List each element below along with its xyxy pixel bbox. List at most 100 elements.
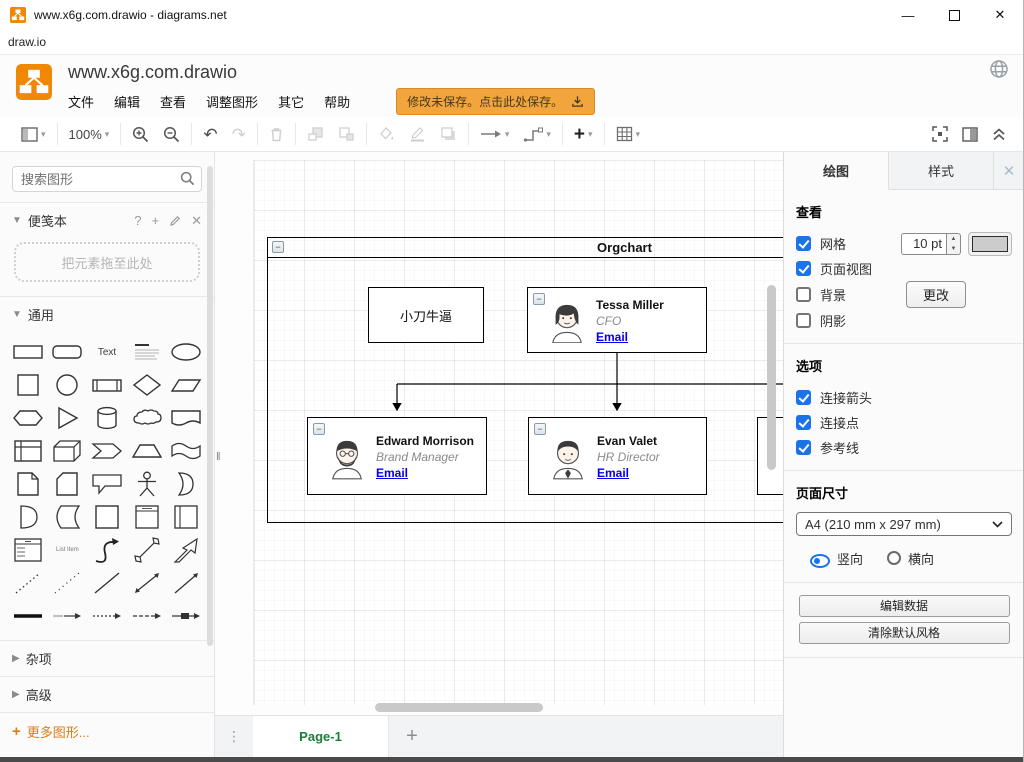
language-globe-icon[interactable] [989, 59, 1009, 79]
shape-cloud[interactable] [127, 402, 167, 434]
shape-square[interactable] [8, 369, 48, 401]
tab-style[interactable]: 样式 [889, 152, 994, 189]
undo-button[interactable]: ↶ [196, 122, 224, 146]
advanced-section-header[interactable]: ▶ 高级 [0, 677, 214, 712]
scratchpad-section-header[interactable]: ▼ 便笺本 ? + ✕ [0, 203, 214, 238]
connection-points-checkbox[interactable] [796, 415, 811, 430]
insert-button[interactable]: +▾ [567, 122, 600, 146]
grid-size-input[interactable]: 10 pt [901, 233, 947, 255]
minimize-button[interactable]: — [885, 0, 931, 30]
org-node-evan[interactable]: − Evan Valet HR Director Email [528, 417, 707, 495]
app-menu-bar[interactable]: draw.io [0, 30, 1023, 55]
shape-directional-connector[interactable] [166, 567, 206, 599]
connection-button[interactable]: ▾ [473, 122, 517, 146]
grid-size-stepper[interactable]: ▲▼ [947, 233, 961, 255]
shape-card[interactable] [48, 468, 88, 500]
edit-data-button[interactable]: 编辑数据 [799, 595, 1010, 617]
grid-color-button[interactable] [968, 232, 1012, 256]
shape-bidirectional-arrow[interactable] [127, 534, 167, 566]
more-shapes-button[interactable]: + 更多图形... [0, 713, 214, 750]
shape-step[interactable] [87, 435, 127, 467]
guides-checkbox[interactable] [796, 440, 811, 455]
line-color-button[interactable] [402, 122, 433, 146]
org-node-edward[interactable]: − Edward Morrison Brand Manager Email [307, 417, 487, 495]
tab-diagram[interactable]: 绘图 [784, 152, 889, 190]
shape-parallelogram[interactable] [166, 369, 206, 401]
drawing-canvas[interactable]: − Orgchart 小刀牛逼 − [215, 152, 783, 715]
landscape-radio[interactable]: 横向 [887, 549, 934, 568]
portrait-radio[interactable]: 竖向 [810, 548, 863, 568]
zoom-in-button[interactable] [125, 122, 156, 146]
shape-process[interactable] [87, 369, 127, 401]
shape-document[interactable] [166, 402, 206, 434]
shape-rounded-rectangle[interactable] [48, 336, 88, 368]
fill-color-button[interactable] [371, 122, 402, 146]
delete-button[interactable] [262, 122, 291, 146]
shape-internal-storage[interactable] [8, 435, 48, 467]
zoom-level-dropdown[interactable]: 100% ▾ [62, 122, 117, 146]
shape-actor[interactable] [127, 468, 167, 500]
menu-file[interactable]: 文件 [68, 92, 94, 111]
shape-curve[interactable] [87, 534, 127, 566]
add-page-button[interactable]: + [389, 716, 435, 757]
background-checkbox[interactable] [796, 287, 811, 302]
collapse-minus-icon[interactable]: − [313, 423, 325, 435]
connection-arrows-checkbox[interactable] [796, 390, 811, 405]
shape-ellipse[interactable] [166, 336, 206, 368]
scratchpad-edit-icon[interactable] [169, 215, 181, 227]
format-panel-toggle-button[interactable] [955, 122, 985, 146]
menu-extras[interactable]: 其它 [278, 92, 304, 111]
org-node-tessa[interactable]: − Tessa Miller CFO Email [527, 287, 707, 353]
close-button[interactable]: ✕ [977, 0, 1023, 30]
shape-list-item[interactable]: List Item [48, 534, 88, 566]
sidebar-scrollbar[interactable] [207, 166, 213, 646]
scratchpad-close-icon[interactable]: ✕ [191, 213, 202, 229]
shape-textbox[interactable] [127, 336, 167, 368]
shape-container-titled[interactable] [127, 501, 167, 533]
shadow-checkbox[interactable] [796, 313, 811, 328]
misc-section-header[interactable]: ▶ 杂项 [0, 641, 214, 676]
shape-list[interactable] [8, 534, 48, 566]
shape-dashed-line[interactable] [8, 567, 48, 599]
page-view-checkbox[interactable] [796, 261, 811, 276]
shape-circle[interactable] [48, 369, 88, 401]
shape-container-vertical[interactable] [166, 501, 206, 533]
shape-arrow[interactable] [166, 534, 206, 566]
person-email-link[interactable]: Email [597, 465, 660, 481]
shape-hexagon[interactable] [8, 402, 48, 434]
shape-text[interactable]: Text [87, 336, 127, 368]
shape-note[interactable] [8, 468, 48, 500]
scratchpad-add-icon[interactable]: + [152, 213, 160, 228]
shape-cube[interactable] [48, 435, 88, 467]
menu-help[interactable]: 帮助 [324, 92, 350, 111]
person-email-link[interactable]: Email [596, 329, 664, 345]
shape-dashed-arrow[interactable] [87, 600, 127, 632]
collapse-minus-icon[interactable]: − [534, 423, 546, 435]
shape-container[interactable] [87, 501, 127, 533]
canvas-horizontal-scrollbar[interactable] [375, 703, 543, 712]
org-node-plain[interactable]: 小刀牛逼 [368, 287, 484, 343]
page-size-select[interactable]: A4 (210 mm x 297 mm) [796, 512, 1012, 536]
maximize-button[interactable] [931, 0, 977, 30]
to-back-button[interactable] [331, 122, 362, 146]
waypoints-button[interactable]: ▾ [516, 122, 558, 146]
shape-dashed-arrow-2[interactable] [127, 600, 167, 632]
general-section-header[interactable]: ▼ 通用 [0, 297, 214, 332]
redo-button[interactable]: ↷ [225, 122, 253, 146]
clear-default-style-button[interactable]: 清除默认风格 [799, 622, 1010, 644]
fullscreen-button[interactable] [925, 122, 955, 146]
scratchpad-drop-area[interactable]: 把元素拖至此处 [14, 242, 200, 282]
unsaved-changes-banner[interactable]: 修改未保存。点击此处保存。 [396, 88, 595, 115]
shape-cylinder[interactable] [87, 402, 127, 434]
shape-link[interactable] [8, 600, 48, 632]
person-email-link[interactable]: Email [376, 465, 474, 481]
shape-triangle[interactable] [48, 402, 88, 434]
shape-trapezoid[interactable] [127, 435, 167, 467]
shape-bidirectional-connector[interactable] [127, 567, 167, 599]
shape-line[interactable] [87, 567, 127, 599]
panel-close-icon[interactable]: ✕ [994, 152, 1024, 189]
app-menu-drawio[interactable]: draw.io [8, 35, 46, 49]
collapse-minus-icon[interactable]: − [533, 293, 545, 305]
shape-or[interactable] [166, 468, 206, 500]
grid-checkbox[interactable] [796, 236, 811, 251]
